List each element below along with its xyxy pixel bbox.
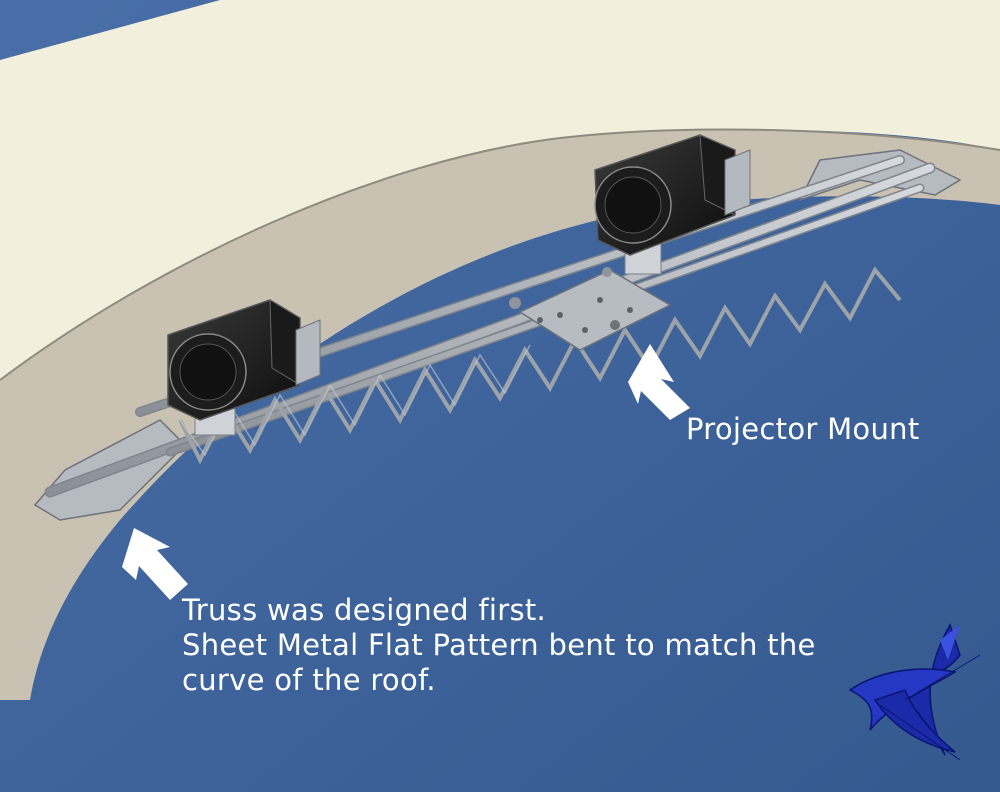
projector-mount-plate xyxy=(509,267,672,351)
projector-mount-label: Projector Mount xyxy=(686,412,920,446)
white-arrow-icon xyxy=(122,528,188,600)
roof-curve-band xyxy=(0,129,1000,701)
truss-description-line-1: Truss was designed first. xyxy=(182,593,547,627)
speaker-left xyxy=(167,299,321,436)
truss-description-line-3: curve of the roof. xyxy=(182,663,436,697)
ceiling-surface xyxy=(0,0,1000,380)
white-arrow-icon xyxy=(628,344,690,420)
truss-description-label: Truss was designed first. Sheet Metal Fl… xyxy=(182,593,816,698)
truss-description-line-2: Sheet Metal Flat Pattern bent to match t… xyxy=(182,628,816,662)
roof-edge-line xyxy=(0,128,1000,381)
triangle-swirl-logo-icon xyxy=(848,623,981,761)
speaker-right xyxy=(594,134,751,275)
truss-lacing xyxy=(178,266,902,465)
